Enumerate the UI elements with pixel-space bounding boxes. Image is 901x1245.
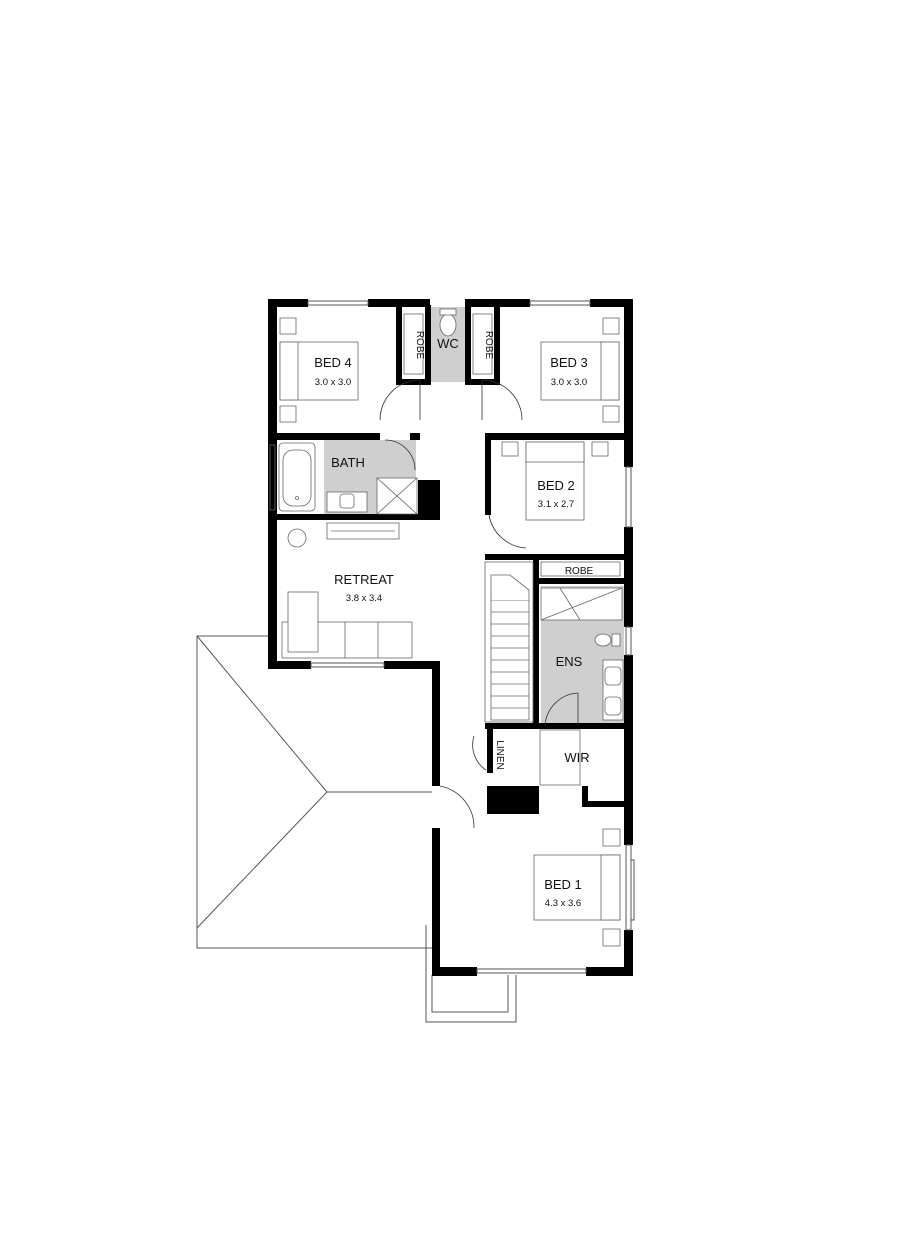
- ens-toilet-icon: [594, 633, 612, 647]
- retreat-plant-icon: [287, 528, 307, 548]
- bath-label: BATH: [331, 455, 365, 470]
- furniture: [278, 308, 624, 947]
- robe-bed2-label: ROBE: [565, 566, 594, 577]
- bed1-size: 4.3 x 3.6: [545, 898, 581, 909]
- wc-label: WC: [437, 336, 459, 351]
- lower-roof-outline: [196, 635, 517, 1023]
- doors: [379, 379, 579, 829]
- bed3-size: 3.0 x 3.0: [551, 377, 587, 388]
- retreat-size: 3.8 x 3.4: [346, 593, 382, 604]
- wir-label: WIR: [564, 750, 589, 765]
- internal-walls: [268, 305, 633, 814]
- bed2-label: BED 2: [537, 478, 575, 493]
- bed4-label: BED 4: [314, 355, 352, 370]
- robe-right-label: ROBE: [483, 331, 494, 360]
- robe-left-label: ROBE: [414, 331, 425, 360]
- bed2-size: 3.1 x 2.7: [538, 499, 574, 510]
- retreat-label: RETREAT: [334, 572, 394, 587]
- bed3-label: BED 3: [550, 355, 588, 370]
- staircase: [484, 561, 534, 723]
- outer-walls: [268, 299, 633, 976]
- bed4-size: 3.0 x 3.0: [315, 377, 351, 388]
- linen-label: LINEN: [494, 740, 505, 769]
- ens-label: ENS: [556, 654, 583, 669]
- windows: [269, 300, 635, 974]
- wc-toilet-icon: [439, 313, 457, 337]
- bed1-label: BED 1: [544, 877, 582, 892]
- room-labels: BED 4 3.0 x 3.0 WC ROBE ROBE BED 3 3.0 x…: [314, 331, 593, 909]
